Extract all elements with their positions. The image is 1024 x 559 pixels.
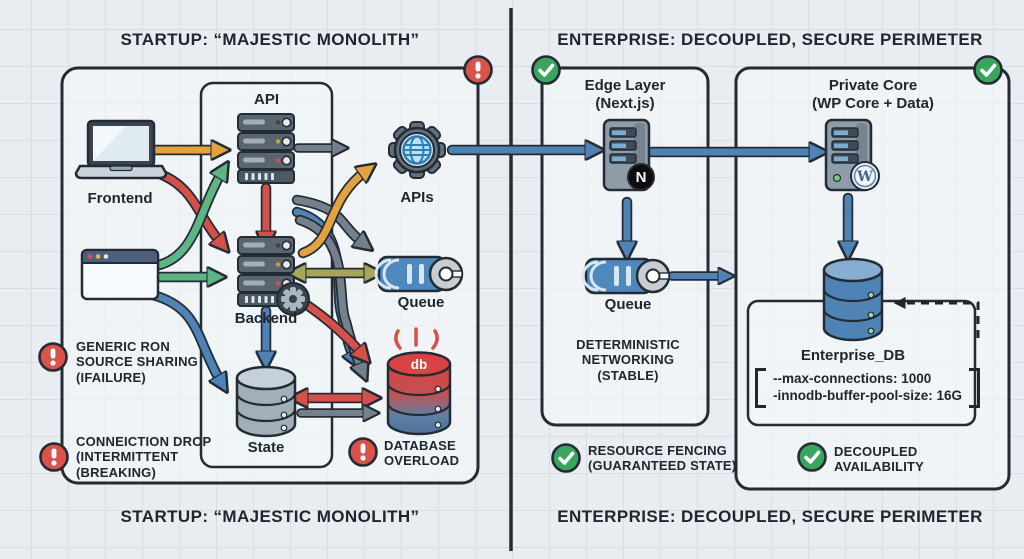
deterministic-note: DETERMINISTIC NETWORKING (STABLE) bbox=[576, 337, 680, 383]
nextjs-badge-icon: N bbox=[627, 163, 655, 191]
db-badge-label: db bbox=[411, 357, 428, 372]
alert-badge-generic bbox=[38, 342, 68, 372]
edge-layer-title: Edge Layer (Next.js) bbox=[584, 77, 666, 112]
apis-label: APIs bbox=[400, 189, 434, 206]
warning-connection: CONNEICTION DROP (INTERMITTENT (BREAKING… bbox=[76, 434, 212, 480]
laptop-icon bbox=[74, 119, 168, 180]
alert-badge-connection bbox=[39, 442, 69, 472]
resource-fencing-note: RESOURCE FENCING (GUARANTEED STATE) bbox=[588, 443, 737, 474]
backend-label: Backend bbox=[234, 310, 298, 327]
backend-gear-badge-icon bbox=[276, 282, 310, 316]
arrow-dashed-replica bbox=[893, 297, 980, 338]
wordpress-badge-icon: W bbox=[850, 161, 880, 191]
bracket-right bbox=[968, 368, 980, 408]
alert-badge-monolith-corner bbox=[463, 55, 493, 85]
frontend-label: Frontend bbox=[87, 190, 153, 207]
decoupled-note: DECOUPLED AVAILABILITY bbox=[834, 444, 925, 475]
check-badge-resource bbox=[550, 442, 582, 474]
api-label: API bbox=[253, 91, 279, 108]
enterprise-db-icon bbox=[822, 257, 884, 342]
state-db-icon bbox=[235, 365, 297, 438]
svg-text:W: W bbox=[856, 169, 873, 185]
wp-led-icon bbox=[832, 173, 842, 183]
enterprise-arrows bbox=[452, 150, 980, 338]
enterprise-title-top: ENTERPRISE: DECOUPLED, SECURE PERIMETER bbox=[557, 30, 983, 49]
enterprise-db-label: Enterprise_DB bbox=[800, 347, 906, 364]
private-core-title: Private Core (WP Core + Data) bbox=[812, 77, 934, 112]
api-server-icon bbox=[237, 113, 295, 184]
state-label: State bbox=[247, 439, 285, 456]
apis-gear-globe-icon bbox=[388, 121, 446, 179]
bracket-left bbox=[755, 368, 766, 408]
svg-text:N: N bbox=[636, 169, 647, 186]
edge-queue-icon bbox=[581, 257, 671, 295]
stress-marks-icon bbox=[394, 327, 439, 350]
enterprise-caption-bottom: ENTERPRISE: DECOUPLED, SECURE PERIMETER bbox=[557, 507, 983, 526]
db-config-lines: --max-connections: 1000 -innodb-buffer-p… bbox=[773, 371, 962, 403]
startup-caption-bottom: STARTUP: “MAJESTIC MONOLITH” bbox=[120, 507, 420, 526]
alert-badge-overload bbox=[348, 437, 378, 467]
browser-window-icon bbox=[80, 248, 160, 301]
edge-queue-label: Queue bbox=[604, 296, 652, 313]
db-config-block: --max-connections: 1000 -innodb-buffer-p… bbox=[755, 368, 980, 408]
startup-title-top: STARTUP: “MAJESTIC MONOLITH” bbox=[120, 30, 420, 49]
warning-overload: DATABASE OVERLOAD bbox=[384, 438, 460, 469]
queue-label: Queue bbox=[397, 294, 445, 311]
queue-icon bbox=[374, 255, 464, 293]
warning-generic: GENERIC RON SOURCE SHARING (IFAILURE) bbox=[76, 339, 198, 385]
overloaded-db-icon: db bbox=[386, 327, 452, 436]
check-badge-decoupled bbox=[796, 441, 828, 473]
